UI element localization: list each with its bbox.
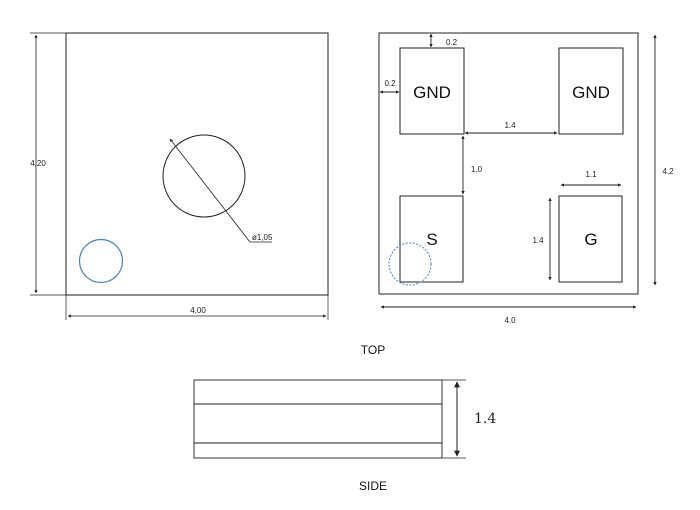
diameter-leader-line bbox=[169, 138, 251, 243]
left-package-outline bbox=[65, 32, 329, 296]
dim-top-gap-text: 0.2 bbox=[446, 38, 458, 47]
dim-pad-spacing-v-text: 1.0 bbox=[471, 165, 483, 174]
pad-source-label: S bbox=[426, 230, 437, 249]
right-view: GND GND S G 0.2 0.2 1.4 1.0 1.1 1.4 4.2 bbox=[378, 32, 674, 325]
dim-package-height-text: 4.2 bbox=[662, 167, 674, 176]
dim-side-gap-text: 0.2 bbox=[384, 79, 396, 88]
pad-gnd-left-label: GND bbox=[413, 83, 451, 102]
pin1-marker-dashed-circle bbox=[388, 242, 432, 286]
dim-gate-height-text: 1.4 bbox=[532, 236, 544, 245]
center-hole-circle bbox=[162, 134, 246, 218]
pin1-marker-circle bbox=[78, 238, 124, 284]
diameter-text: ø1,05 bbox=[252, 233, 273, 242]
pad-gate-label: G bbox=[584, 230, 597, 249]
left-dim-width-text: 4,00 bbox=[190, 306, 206, 315]
pad-gate bbox=[558, 195, 623, 283]
pad-gnd-right bbox=[558, 47, 624, 135]
left-view: 4,20 4,00 ø1,05 bbox=[30, 32, 329, 320]
side-dim-thickness-text: 1.4 bbox=[474, 411, 496, 427]
side-view-label: SIDE bbox=[359, 479, 387, 493]
left-dim-height-text: 4,20 bbox=[30, 159, 46, 168]
dim-package-width-text: 4.0 bbox=[504, 316, 516, 325]
side-view: 1.4 bbox=[193, 379, 496, 459]
dim-gate-width-text: 1.1 bbox=[585, 170, 597, 179]
dim-pad-spacing-h-text: 1.4 bbox=[504, 121, 516, 130]
top-view-label: TOP bbox=[361, 343, 385, 357]
pad-gnd-right-label: GND bbox=[572, 83, 610, 102]
pad-gnd-left bbox=[399, 47, 465, 135]
right-package-outline bbox=[378, 32, 639, 295]
side-outline bbox=[193, 379, 443, 459]
pad-source bbox=[399, 195, 464, 283]
